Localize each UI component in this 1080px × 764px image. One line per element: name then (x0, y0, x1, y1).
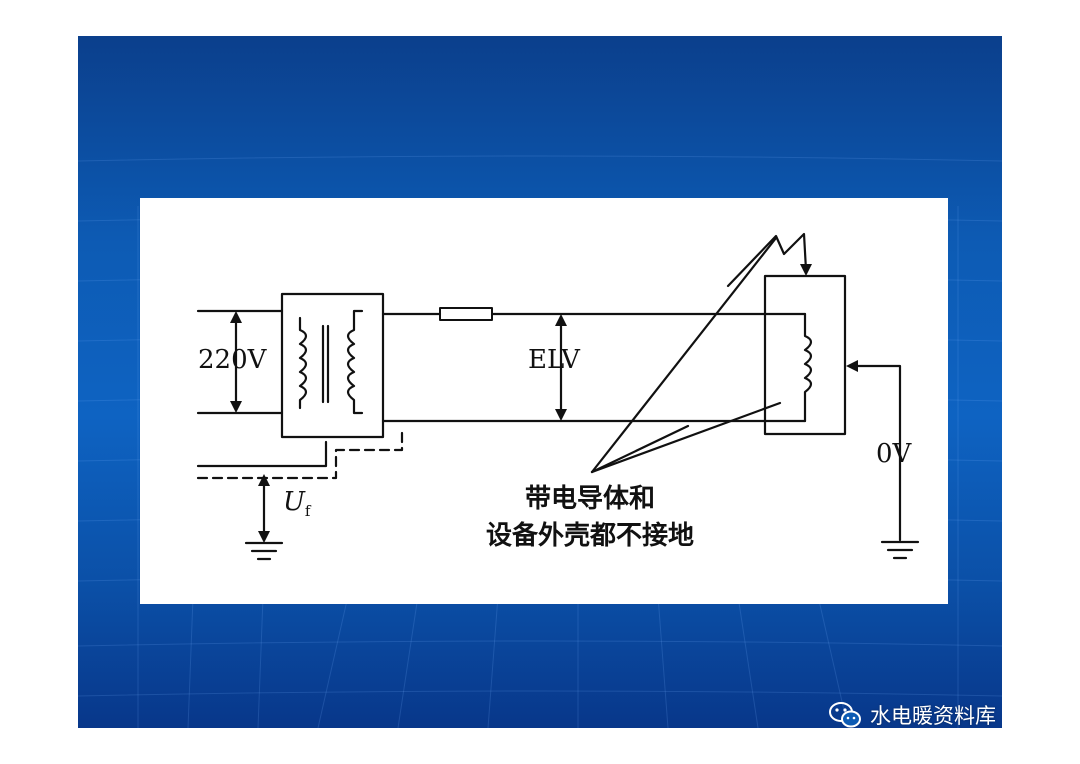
caption-line-1: 带电导体和 (524, 484, 655, 514)
diagram-caption: 带电导体和 设备外壳都不接地 (440, 481, 740, 555)
watermark: 水电暖资料库 (828, 698, 996, 728)
dashed-enclosure-path (196, 428, 404, 480)
touch-arrow (726, 232, 808, 288)
fault-voltage-subscript: f (304, 502, 311, 520)
fuse (439, 307, 493, 321)
earth-line (196, 440, 328, 468)
left-ground-symbol (244, 541, 284, 561)
watermark-text: 水电暖资料库 (870, 704, 996, 728)
pointer-line-2 (590, 424, 690, 474)
elv-voltage-label: ELV (528, 345, 580, 375)
fault-voltage-symbol: U (283, 487, 305, 517)
elv-circuit-figure: 220V ELV 0V Uf 带电导体和 设备外壳都不接地 (140, 198, 948, 604)
primary-voltage-label: 220V (198, 345, 267, 375)
transformer-box (280, 292, 385, 439)
secondary-coil (346, 309, 364, 415)
load-heater (803, 312, 813, 423)
right-ground-symbol (880, 540, 920, 560)
fault-voltage-label: Uf (283, 487, 310, 520)
wechat-icon (829, 702, 861, 728)
equipment-box (763, 274, 847, 436)
primary-coil (298, 316, 308, 410)
zero-volt-label: 0V (876, 439, 912, 469)
caption-line-2: 设备外壳都不接地 (485, 521, 694, 551)
zero-volt-line (848, 364, 902, 542)
pointer-line-3 (590, 401, 782, 474)
pointer-line-1 (590, 236, 778, 474)
circuit-diagram (196, 232, 920, 561)
